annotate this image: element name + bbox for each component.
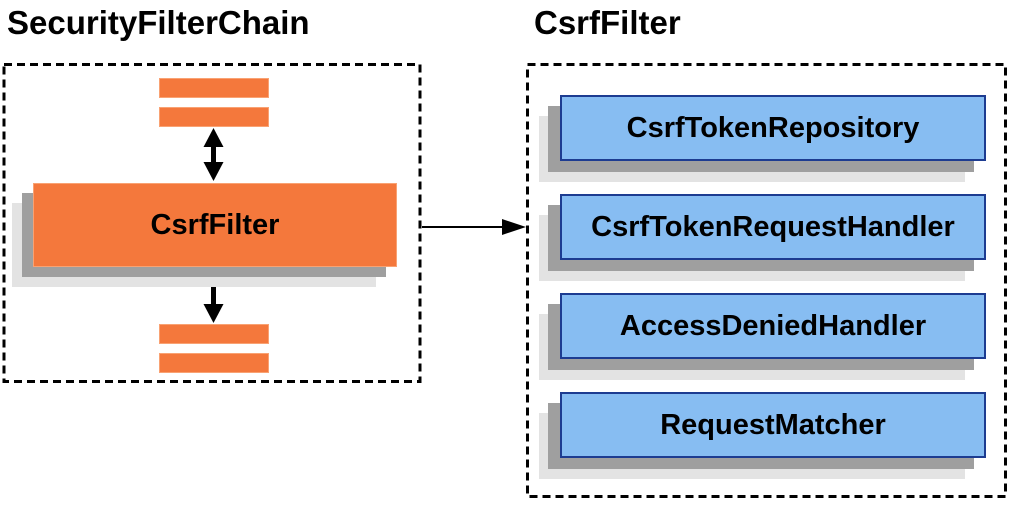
component-label: AccessDeniedHandler [619, 309, 927, 342]
top-bidirectional-arrow [203, 128, 224, 181]
component-label: RequestMatcher [660, 408, 886, 441]
filter-placeholder-bar [159, 353, 269, 373]
filter-placeholder-bar [159, 107, 269, 127]
filter-placeholder-bar [159, 78, 269, 98]
bottom-bidirectional-arrow [203, 268, 224, 323]
component-label: CsrfTokenRequestHandler [591, 210, 955, 243]
component-box-csrf-token-repository: CsrfTokenRepository [560, 95, 986, 161]
right-panel-title: CsrfFilter [534, 4, 681, 41]
component-box-csrf-token-request-handler: CsrfTokenRequestHandler [560, 194, 986, 260]
csrf-filter-to-components-arrow [422, 219, 526, 235]
component-box-access-denied-handler: AccessDeniedHandler [560, 293, 986, 359]
csrf-filter-label: CsrfFilter [150, 208, 280, 241]
csrf-filter-box: CsrfFilter [33, 183, 397, 267]
component-label: CsrfTokenRepository [626, 111, 920, 144]
component-box-request-matcher: RequestMatcher [560, 392, 986, 458]
left-panel-title: SecurityFilterChain [7, 4, 310, 41]
filter-placeholder-bar [159, 324, 269, 344]
